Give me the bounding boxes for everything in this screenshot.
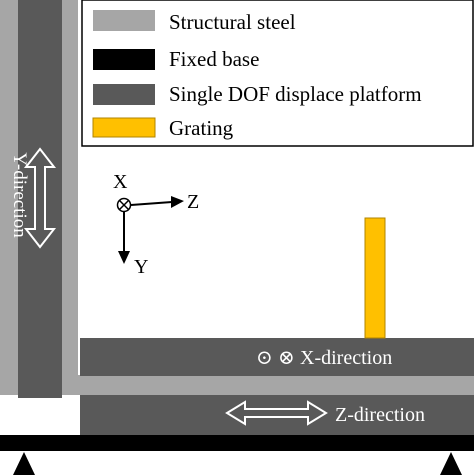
x-axis-into-page-icon [116, 197, 132, 213]
y-axis-arrowhead [118, 251, 130, 264]
coordinate-axes: X Z Y [113, 171, 199, 278]
legend-label-structural-steel: Structural steel [169, 10, 296, 34]
support-triangle-left [13, 452, 35, 475]
legend-swatch-grating [92, 117, 156, 138]
axis-label-z: Z [187, 191, 199, 213]
x-cross-circle-icon: ⊗ [278, 347, 295, 369]
fixed-base [0, 435, 474, 451]
x-axis-cross-line-b [118, 199, 130, 211]
z-direction-arrow-icon [225, 400, 328, 426]
y-direction-label: Y-direction [9, 152, 30, 238]
x-direction-label: X-direction [300, 347, 392, 369]
base-gap [18, 398, 80, 435]
y-direction-arrow-icon [23, 147, 57, 249]
legend-label-platform: Single DOF displace platform [169, 82, 422, 106]
x-platform [80, 338, 474, 376]
axis-label-x: X [113, 171, 128, 193]
z-axis-arrowhead [171, 196, 184, 208]
steel-horizontal-beam [0, 375, 474, 395]
x-dot-circle-icon: ⊙ [256, 347, 273, 369]
legend-label-fixed-base: Fixed base [169, 47, 259, 71]
z-direction-label: Z-direction [335, 404, 425, 426]
grating [364, 217, 386, 339]
legend-swatch-structural-steel [93, 10, 155, 31]
legend-label-grating: Grating [169, 116, 234, 140]
z-axis-arrow [130, 201, 173, 206]
axis-label-y: Y [134, 256, 148, 278]
legend-swatch-platform [93, 84, 155, 105]
legend: Structural steel Fixed base Single DOF d… [81, 0, 474, 147]
legend-swatch-fixed-base [93, 49, 155, 70]
support-triangle-right [440, 452, 462, 475]
